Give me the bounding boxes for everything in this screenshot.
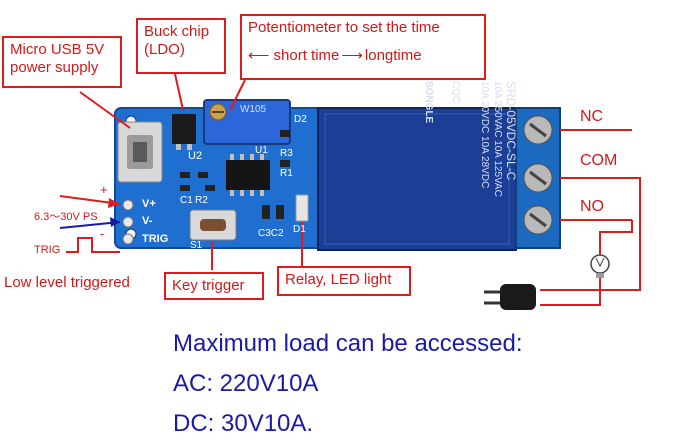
ic-u1 — [226, 160, 270, 190]
input-pins — [122, 199, 134, 245]
relay-model: SRD-05VDC-SL-C — [504, 81, 518, 181]
callout-potentiometer: Potentiometer to set the time ⟵ short ti… — [240, 14, 486, 80]
relay-cqc: CQC — [450, 81, 461, 104]
smd-components — [180, 130, 290, 219]
label-u1: U1 — [255, 145, 268, 156]
relay-brand: SONGLE — [423, 81, 434, 124]
power-plug-icon — [484, 284, 536, 310]
label-u2: U2 — [188, 150, 203, 162]
label-d2: D2 — [294, 114, 307, 125]
arrow-left-icon: ⟵ — [248, 47, 270, 64]
pot-long-time: longtime — [364, 47, 422, 64]
supply-range: 6.3～30V PS — [34, 211, 98, 223]
callout-micro-usb: Micro USB 5V power supply — [2, 36, 122, 88]
terminal-screws — [523, 115, 553, 235]
callout-key-trigger: Key trigger — [164, 272, 264, 300]
callout-relay-led: Relay, LED light — [277, 266, 411, 296]
low-level-triggered: Low level triggered — [4, 274, 130, 291]
relay-rating-ac: 10A 250VAC 10A 125VAC — [492, 81, 503, 197]
relay-rating-dc: 10A 30VDC 10A 28VDC — [479, 81, 490, 189]
label-r1: R1 — [280, 168, 293, 179]
pin-label-vplus: V+ — [142, 198, 156, 210]
label-r2: R2 — [195, 195, 208, 206]
minus-sign: - — [100, 226, 105, 241]
led-d1 — [295, 194, 309, 222]
buck-chip — [172, 114, 196, 144]
label-c1: C1 — [180, 195, 193, 206]
terminal-com-label: COM — [580, 152, 618, 169]
callout-buck-chip: Buck chip (LDO) — [136, 18, 226, 74]
arrow-right-icon: ⟶ — [341, 47, 363, 64]
trig-label: TRIG — [34, 244, 61, 256]
ac-rating: AC: 220V10A — [173, 370, 319, 397]
terminal-nc-label: NC — [580, 108, 604, 125]
relay-print: SRD-05VDC-SL-C 10A 250VAC 10A 125VAC 10A… — [367, 81, 518, 261]
label-r3: R3 — [280, 148, 293, 159]
plus-sign: + — [100, 182, 108, 197]
pin-label-trig: TRIG — [142, 233, 169, 245]
label-s1: S1 — [190, 240, 203, 251]
pin-label-vminus: V- — [142, 215, 153, 227]
light-bulb-icon — [590, 254, 610, 278]
label-d1: D1 — [293, 224, 306, 235]
pot-short-time: short time — [273, 47, 340, 64]
max-load-heading: Maximum load can be accessed: — [173, 330, 523, 357]
dc-rating: DC: 30V10A. — [173, 410, 314, 437]
pot-code: W105 — [240, 104, 267, 115]
relay-body — [317, 107, 517, 251]
pot-title: Potentiometer to set the time — [248, 19, 440, 36]
pot-range: ⟵ short time ⟶ longtime — [248, 47, 478, 65]
label-c3c2: C3C2 — [258, 228, 284, 239]
terminal-no-label: NO — [580, 198, 604, 215]
minus-wire — [59, 221, 121, 229]
